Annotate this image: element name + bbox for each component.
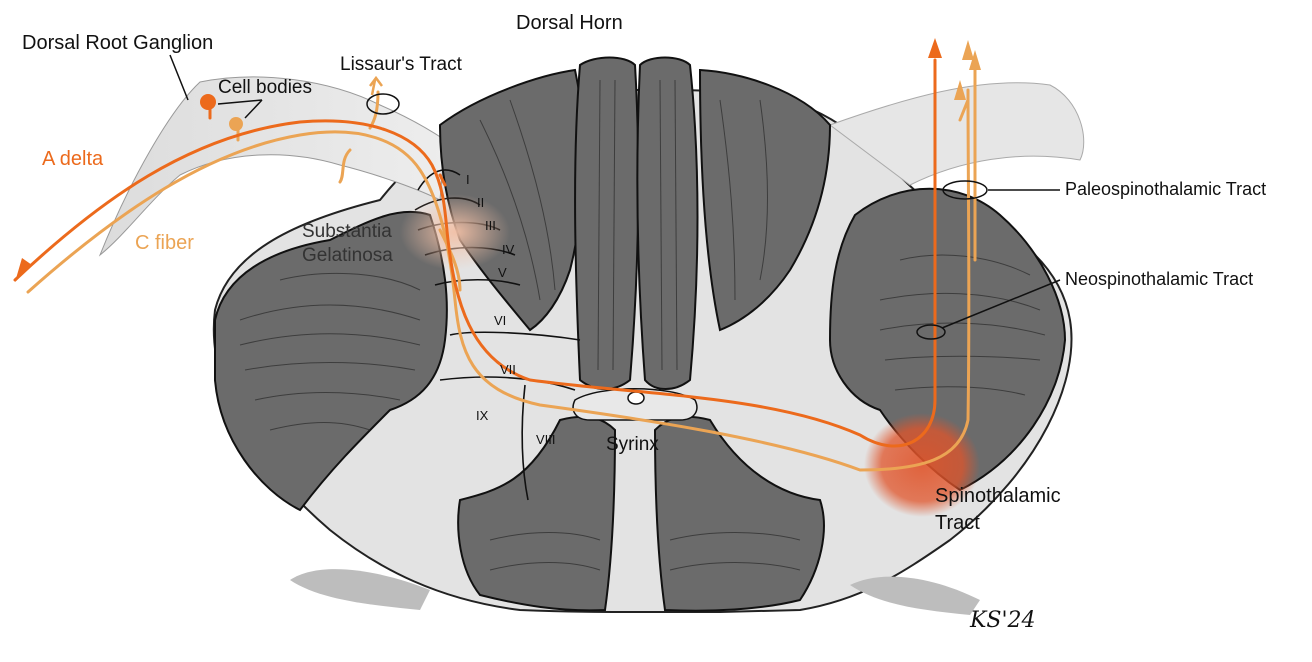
artist-signature: KS'24 — [970, 608, 1036, 633]
lamina-label-1: I — [466, 172, 470, 187]
paleospinothalamic-tract-label: Paleospinothalamic Tract — [1065, 180, 1266, 200]
grey-matter-center-left — [575, 58, 638, 390]
substantia-gelatinosa-label-2: Gelatinosa — [302, 246, 393, 267]
lamina-label-5: V — [498, 265, 507, 280]
substantia-gelatinosa-label-1: Substantia — [302, 222, 392, 243]
lamina-label-8: VIII — [536, 432, 556, 447]
syrinx-label: Syrinx — [606, 435, 659, 456]
c-fiber-cell-body — [229, 117, 243, 131]
c-fiber-label: C fiber — [135, 232, 194, 254]
lamina-label-7: VII — [500, 362, 516, 377]
syrinx-canal — [628, 392, 644, 404]
dorsal-horn-label: Dorsal Horn — [516, 12, 623, 34]
ventral-root-right — [850, 577, 980, 615]
spinothalamic-tract-label-1: Spinothalamic — [935, 485, 1061, 507]
a-delta-cell-body — [200, 94, 216, 110]
spinothalamic-tract-label-2: Tract — [935, 512, 980, 534]
c-fiber-arrowhead — [962, 40, 974, 60]
grey-matter-center-right — [637, 58, 697, 390]
lamina-label-3: III — [485, 218, 496, 233]
lissaurs-arrow — [370, 78, 382, 95]
dorsal-root-ganglion-label: Dorsal Root Ganglion — [22, 32, 213, 54]
lamina-label-9: IX — [476, 408, 488, 423]
lamina-label-4: IV — [502, 242, 514, 257]
lamina-label-2: II — [477, 195, 484, 210]
neospinothalamic-tract-label: Neospinothalamic Tract — [1065, 270, 1253, 290]
a-delta-label: A delta — [42, 148, 103, 170]
lissaurs-tract-label: Lissaur's Tract — [340, 55, 462, 76]
a-delta-arrowhead-root — [15, 258, 32, 282]
drg-leader — [170, 55, 188, 100]
cell-bodies-label: Cell bodies — [218, 78, 312, 99]
lamina-label-6: VI — [494, 313, 506, 328]
a-delta-arrowhead-top — [928, 38, 942, 58]
